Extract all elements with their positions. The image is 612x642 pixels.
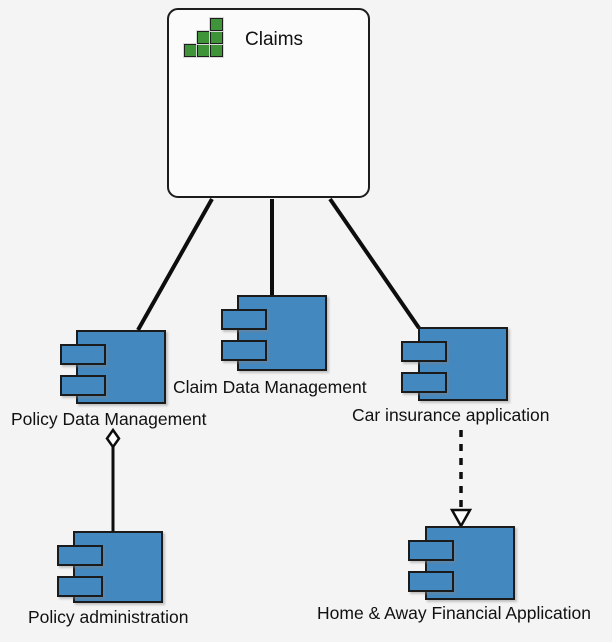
- component-label-car-insurance-application: Car insurance application: [352, 405, 550, 425]
- component-port-tab-upper[interactable]: [221, 309, 267, 330]
- component-port-tab-lower[interactable]: [57, 576, 103, 597]
- group-title-claims: Claims: [245, 29, 304, 50]
- component-body[interactable]: [76, 330, 166, 404]
- component-port-tab-lower[interactable]: [408, 571, 454, 592]
- component-port-tab-lower[interactable]: [221, 340, 267, 361]
- edge-claims-to-car-insurance-application: [328, 197, 421, 330]
- component-port-tab-upper[interactable]: [57, 545, 103, 566]
- component-port-tab-lower[interactable]: [401, 372, 447, 393]
- component-label-policy-data-management: Policy Data Management: [11, 409, 207, 429]
- component-label-claim-data-management: Claim Data Management: [173, 377, 367, 397]
- hollow-triangle-arrow-icon: [449, 508, 473, 529]
- component-port-tab-upper[interactable]: [60, 344, 106, 365]
- component-port-tab-upper[interactable]: [408, 540, 454, 561]
- edge-claims-to-policy-data-management: [136, 198, 214, 331]
- component-port-tab-upper[interactable]: [401, 341, 447, 362]
- green-staircase-icon: [184, 18, 223, 58]
- component-port-tab-lower[interactable]: [60, 375, 106, 396]
- hollow-diamond-icon: [105, 427, 121, 450]
- group-claims[interactable]: Claims: [167, 8, 370, 198]
- component-label-policy-administration: Policy administration: [28, 607, 189, 627]
- component-label-home-away-financial-application: Home & Away Financial Application: [317, 603, 591, 623]
